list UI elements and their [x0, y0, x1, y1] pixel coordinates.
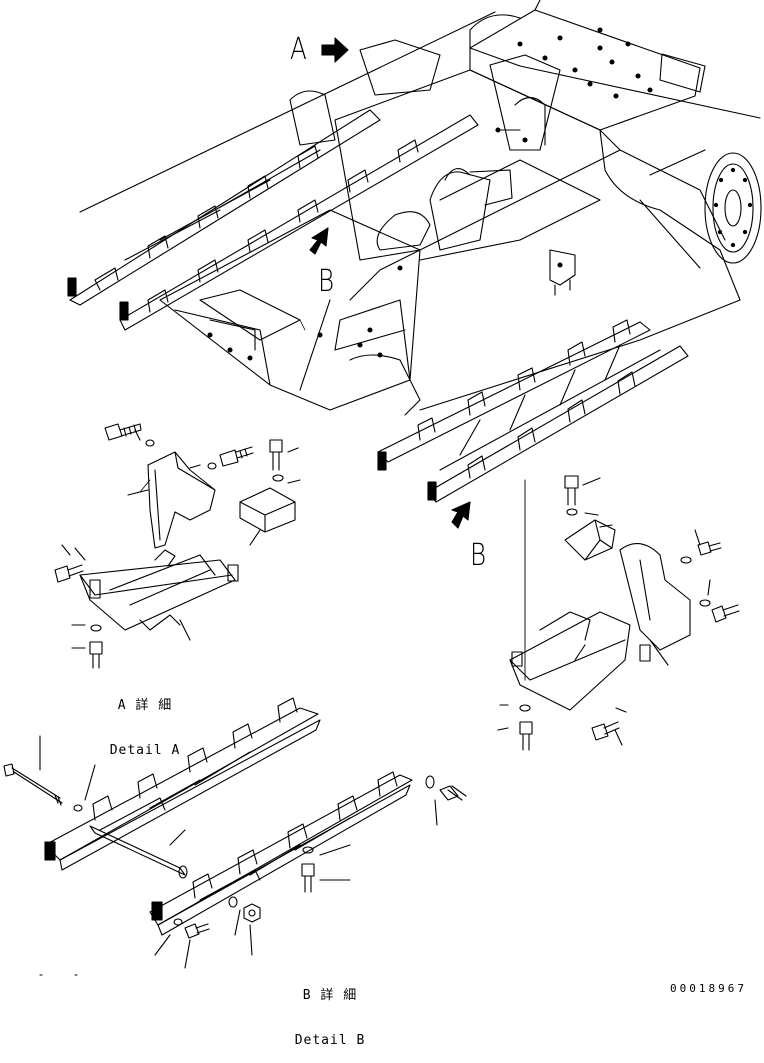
view-arrow-b-upper: [309, 227, 329, 255]
bolt: [269, 439, 283, 471]
view-arrow-a: [321, 37, 349, 63]
bolt: [711, 604, 740, 623]
final-drive: [639, 149, 762, 269]
detail-b-caption: B 詳 細 Detail B: [285, 958, 375, 1063]
bolt: [439, 785, 467, 801]
bolt: [54, 564, 84, 583]
bolt: [591, 721, 620, 741]
track-frame: [79, 0, 762, 416]
bolt: [697, 541, 722, 556]
long-bolt: [3, 763, 63, 806]
track-guard-lower: [377, 319, 689, 503]
bolt: [519, 721, 533, 751]
detail-a-caption: A 詳 細 Detail A: [100, 668, 190, 773]
view-label-b-lower: B: [470, 538, 487, 573]
view-label-b-upper: B: [318, 264, 335, 299]
detail-a-caption-en: Detail A: [109, 743, 181, 758]
bolt: [184, 923, 210, 939]
bolt: [104, 423, 142, 441]
bolt: [564, 475, 579, 506]
bolt: [89, 641, 103, 669]
detail-b-right-assembly: [497, 475, 740, 751]
bolt: [301, 863, 315, 893]
view-label-a: A: [290, 32, 307, 67]
parts-diagram: [3, 0, 762, 976]
detail-a-assembly: [54, 423, 301, 669]
bolt: [219, 446, 254, 467]
track-guard-upper: [67, 39, 479, 331]
detail-b-assembly: [3, 697, 467, 976]
detail-a-caption-jp: A 詳 細: [117, 698, 173, 713]
deck-bolt-holes: [517, 27, 653, 99]
detail-b-caption-en: Detail B: [294, 1033, 366, 1048]
drawing-number: 00018967: [670, 982, 747, 995]
nut: [243, 903, 261, 923]
leader-lines: [139, 319, 306, 493]
view-arrow-b-lower: [451, 501, 471, 529]
